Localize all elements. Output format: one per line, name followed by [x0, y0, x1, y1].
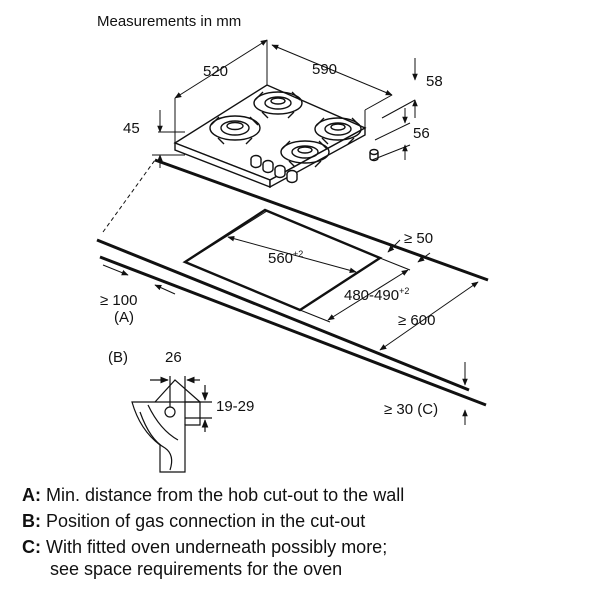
legend-item-b: B: Position of gas connection in the cut… — [22, 510, 592, 532]
label-a: (A) — [114, 309, 134, 326]
dim-hob-depth: 520 — [203, 63, 228, 80]
dim-gas-offset: 26 — [165, 349, 182, 366]
worktop-drawing — [96, 158, 489, 407]
legend-text: Min. distance from the hob cut-out to th… — [46, 485, 405, 505]
hob-drawing — [173, 84, 379, 189]
dim-hob-height: 45 — [123, 120, 140, 137]
dim-knob-height: 58 — [426, 73, 443, 90]
gas-connection-detail — [131, 376, 212, 473]
dim-front-min: ≥ 600 — [398, 312, 435, 329]
legend-text-continued: see space requirements for the oven — [50, 559, 343, 579]
dim-bottom-min: ≥ 30 (C) — [384, 401, 438, 418]
legend-item-a: A: Min. distance from the hob cut-out to… — [22, 484, 592, 506]
control-knobs — [250, 154, 298, 184]
hob-dimensions — [152, 39, 418, 168]
dim-gas-range: 19-29 — [216, 398, 254, 415]
legend-item-c: C: With fitted oven underneath possibly … — [22, 536, 592, 580]
burner-left — [209, 115, 261, 145]
diagram-title: Measurements in mm — [97, 13, 241, 30]
worktop-dimensions — [102, 235, 479, 425]
legend-key: C: — [22, 537, 41, 557]
legend-text: Position of gas connection in the cut-ou… — [46, 511, 366, 531]
installation-diagram: Measurements in mm — [96, 13, 489, 473]
legend: A: Min. distance from the hob cut-out to… — [22, 484, 592, 584]
label-b: (B) — [108, 349, 128, 366]
legend-key: B: — [22, 511, 41, 531]
dim-wall-min: ≥ 100 — [100, 292, 137, 309]
legend-key: A: — [22, 485, 41, 505]
legend-text: With fitted oven underneath possibly mor… — [46, 537, 388, 557]
dim-back-min: ≥ 50 — [404, 230, 433, 247]
burner-front — [280, 140, 330, 168]
dim-hob-width: 590 — [312, 61, 337, 78]
dim-under-height: 56 — [413, 125, 430, 142]
dim-cutout-depth: 480-490+2 — [344, 286, 409, 304]
dim-cutout-width: 560+2 — [268, 249, 303, 267]
burner-right — [314, 117, 362, 145]
